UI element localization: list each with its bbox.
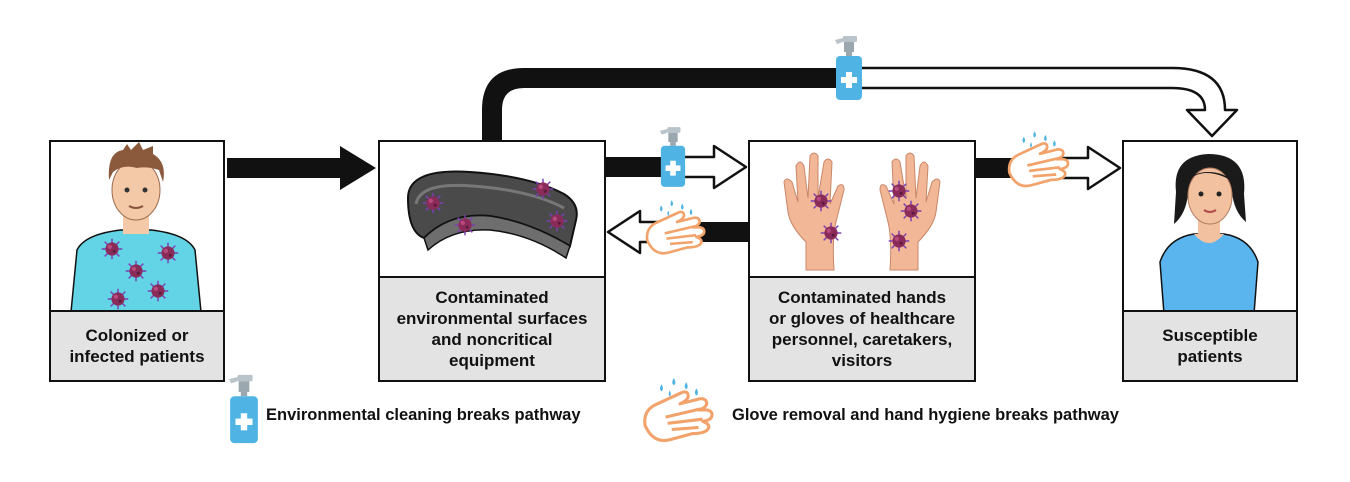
arrow-top-outline xyxy=(848,66,1239,138)
woman-illustration xyxy=(1159,154,1259,314)
node-contaminated-hands: Contaminated hands or gloves of healthca… xyxy=(748,140,976,382)
legend-hand-washing-icon xyxy=(643,376,714,443)
node-susceptible-patients: Susceptible patients xyxy=(1122,140,1298,382)
node-colonized-patients: Colonized or infected patients xyxy=(49,140,225,382)
arrow-surfaces-to-hands-solid xyxy=(606,157,672,177)
legend-spray-bottle-icon xyxy=(229,374,258,444)
hand-washing-icon xyxy=(1007,129,1070,188)
arrow-colonized-to-surfaces xyxy=(227,146,376,190)
hand-washing-icon xyxy=(645,198,706,255)
node-surfaces-label: Contaminated environmental surfaces and … xyxy=(380,276,604,380)
spray-bottle-icon xyxy=(835,36,862,100)
arrow-hands-to-surfaces-solid xyxy=(690,222,748,242)
kidney-dish-illustration xyxy=(406,170,578,260)
arrow-top-solid xyxy=(482,68,848,140)
spray-bottle-icon xyxy=(659,127,686,187)
node-hands-label: Contaminated hands or gloves of healthca… xyxy=(750,276,974,380)
node-susceptible-label: Susceptible patients xyxy=(1124,310,1296,380)
node-colonized-label: Colonized or infected patients xyxy=(51,310,223,380)
legend-hygiene-label: Glove removal and hand hygiene breaks pa… xyxy=(732,406,1119,424)
node-contaminated-surfaces: Contaminated environmental surfaces and … xyxy=(378,140,606,382)
legend-cleaning-label: Environmental cleaning breaks pathway xyxy=(266,406,581,424)
sick-man-illustration xyxy=(70,142,202,312)
contaminated-hands-illustration xyxy=(783,152,941,271)
